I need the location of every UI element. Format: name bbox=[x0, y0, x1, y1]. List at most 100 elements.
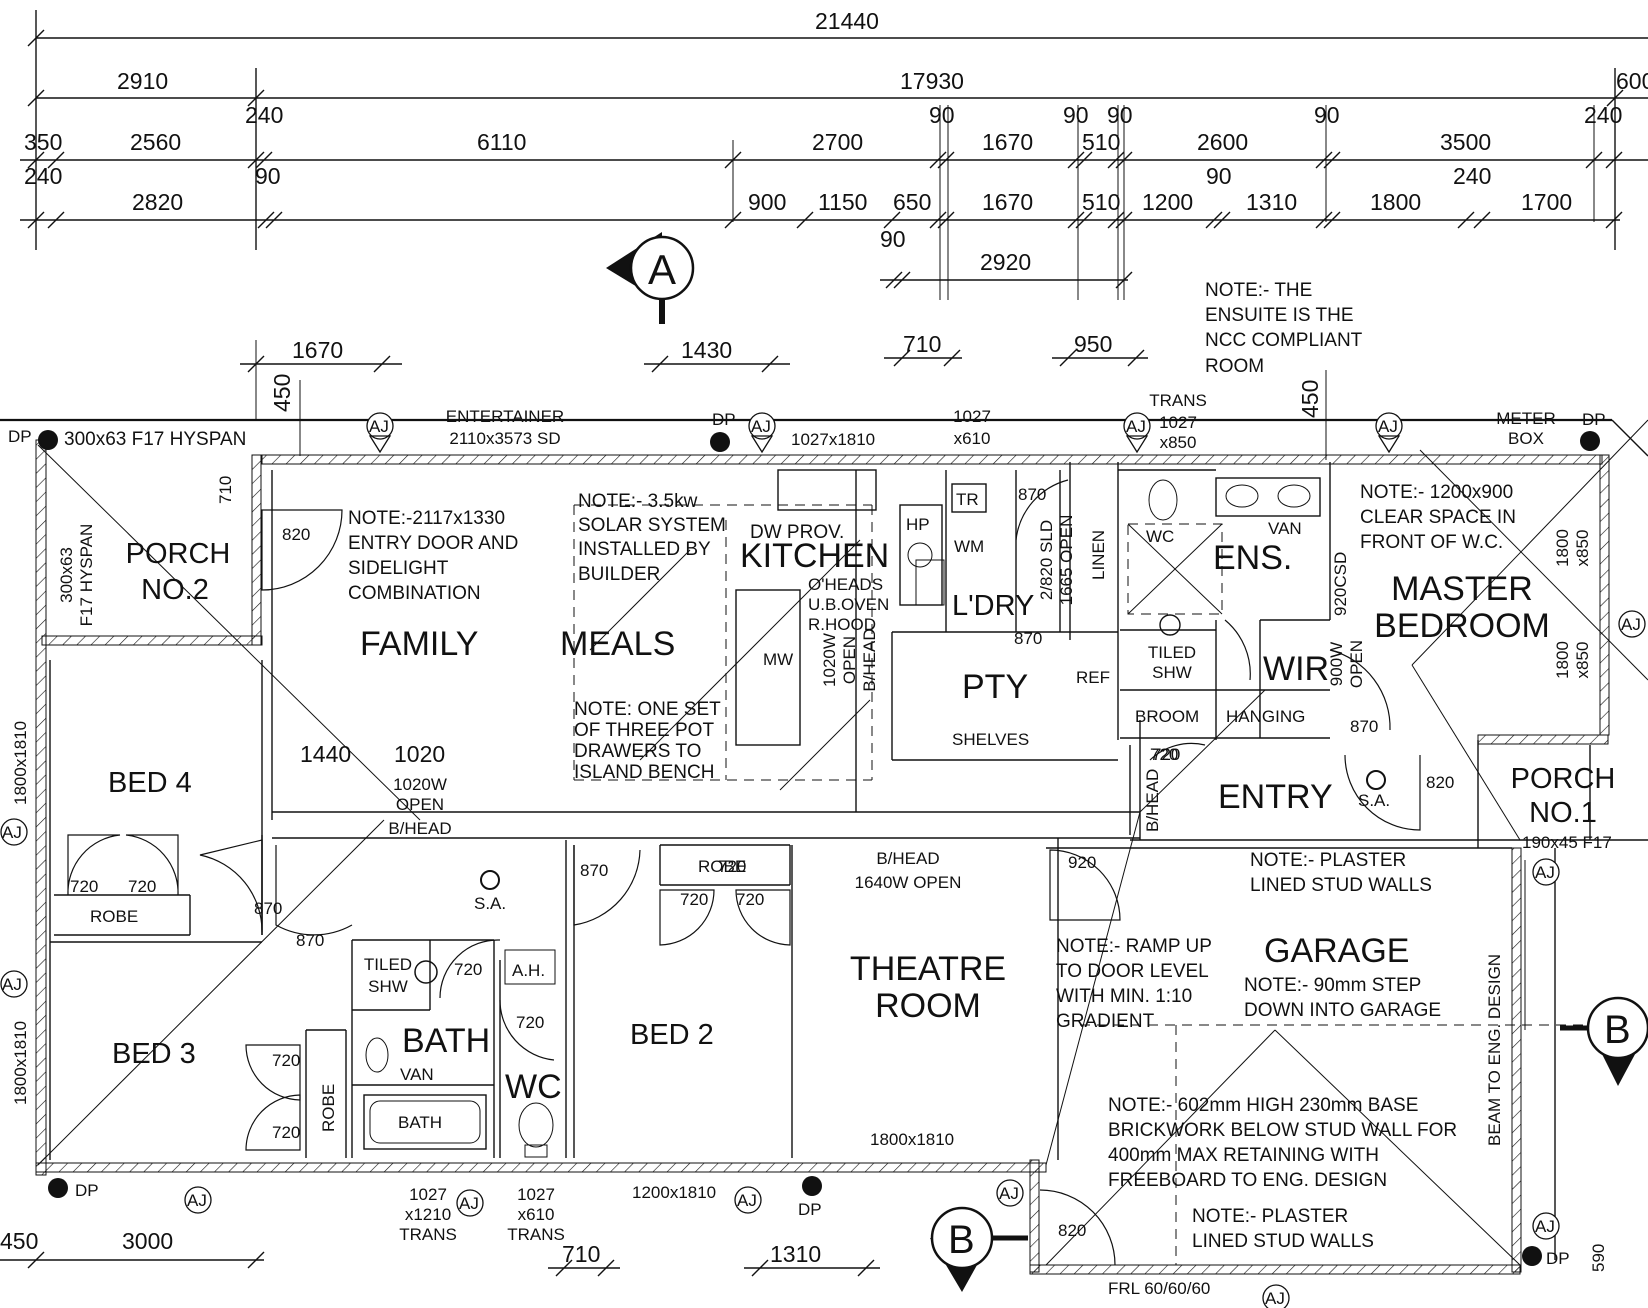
dim-row3-1: 2820 bbox=[132, 189, 183, 215]
aj-symbol: AJ bbox=[1123, 412, 1151, 454]
svg-text:AJ: AJ bbox=[1378, 417, 1398, 436]
door-size: 820 bbox=[1058, 1221, 1086, 1240]
room-wir: WIR bbox=[1263, 650, 1329, 688]
dim-bottom-2: 3000 bbox=[122, 1228, 173, 1254]
dim-row2-top-2: 90 bbox=[929, 102, 955, 128]
svg-text:AJ: AJ bbox=[737, 1191, 757, 1210]
dim-row2-top-4: 90 bbox=[1107, 102, 1133, 128]
dim-row1-c: 600 bbox=[1616, 68, 1648, 94]
aj-symbol: AJ bbox=[1618, 610, 1646, 638]
room-ldry: L'DRY bbox=[952, 590, 1034, 622]
svg-text:AJ: AJ bbox=[369, 417, 389, 436]
label-win-1800x1810-b: 1800x1810 bbox=[11, 1021, 30, 1105]
door-size: 720 bbox=[272, 1123, 300, 1142]
label-wm: WM bbox=[954, 537, 984, 556]
label-dp-6: DP bbox=[1546, 1249, 1570, 1268]
door-size: 1440 bbox=[300, 741, 351, 767]
aj-symbol: AJ bbox=[1532, 1212, 1560, 1240]
door-size: 820 bbox=[282, 525, 310, 544]
door-size: 720 bbox=[454, 960, 482, 979]
label-win-1800x1810-a: 1800x1810 bbox=[11, 721, 30, 805]
dim-row2-5: 1670 bbox=[982, 129, 1033, 155]
door-swings bbox=[67, 479, 1421, 1266]
dim-row3-2: 900 bbox=[748, 189, 786, 215]
door-size: 710 bbox=[216, 476, 235, 504]
dim-opening-6: 450 bbox=[1297, 380, 1323, 418]
label-wc-ens: WC bbox=[1146, 527, 1174, 546]
section-marker-b-right: B bbox=[1560, 996, 1648, 1086]
label-hanging: HANGING bbox=[1226, 707, 1305, 726]
dim-row3-top-3: 90 bbox=[1206, 163, 1232, 189]
dim-row3-3: 1150 bbox=[818, 189, 867, 215]
aj-symbol: AJ bbox=[1375, 412, 1403, 454]
room-bath: BATH bbox=[402, 1022, 490, 1060]
room-wc: WC bbox=[505, 1068, 562, 1106]
dim-row3-6: 510 bbox=[1082, 189, 1120, 215]
room-bed4: BED 4 bbox=[108, 767, 192, 799]
door-size: 720 bbox=[1150, 745, 1178, 764]
dim-row4-1: 90 bbox=[880, 226, 906, 252]
door-size: 820 bbox=[1426, 773, 1454, 792]
door-size: 870 bbox=[580, 861, 608, 880]
door-size: 920 bbox=[1068, 853, 1096, 872]
label-win-1800x850-a: 1800x850 bbox=[1553, 529, 1592, 567]
room-entry: ENTRY bbox=[1218, 778, 1333, 816]
room-garage: GARAGE bbox=[1264, 932, 1409, 970]
door-size-labels: 820 720 720 870 870 870 870 720 720 720 … bbox=[70, 476, 1454, 1240]
section-label-b-left: B bbox=[948, 1218, 975, 1262]
room-family: FAMILY bbox=[360, 625, 478, 663]
aj-symbol: AJ bbox=[0, 818, 28, 846]
label-robe-bed4: ROBE bbox=[90, 907, 138, 926]
aj-symbol: AJ bbox=[366, 412, 394, 454]
aj-symbol: AJ bbox=[748, 412, 776, 454]
door-size: 870 bbox=[296, 931, 324, 950]
label-window-1027x1810: 1027x1810 bbox=[791, 430, 875, 449]
dim-bottom-5: 590 bbox=[1589, 1244, 1608, 1272]
label-frl: FRL 60/60/60 bbox=[1108, 1279, 1210, 1298]
svg-text:AJ: AJ bbox=[1126, 417, 1146, 436]
dim-row2-top-3: 90 bbox=[1063, 102, 1089, 128]
label-dw-prov: DW PROV. bbox=[750, 522, 844, 543]
label-hp: HP bbox=[906, 515, 930, 534]
section-marker-a: A bbox=[606, 232, 695, 324]
room-kitchen: KITCHEN bbox=[740, 537, 889, 575]
label-tr: TR bbox=[956, 490, 979, 509]
label-dp-1: DP bbox=[712, 410, 736, 429]
label-bath-fixture: BATH bbox=[398, 1113, 442, 1132]
door-size: 720 bbox=[736, 890, 764, 909]
fixtures bbox=[363, 477, 1386, 1158]
roof-hip-lines bbox=[37, 419, 1648, 1266]
door-size: 720 bbox=[516, 1013, 544, 1032]
dim-row3-5: 1670 bbox=[982, 189, 1033, 215]
dim-row2-2: 2560 bbox=[130, 129, 181, 155]
dim-row2-4: 2700 bbox=[812, 129, 863, 155]
dim-row1-a: 2910 bbox=[117, 68, 168, 94]
label-win-1800x850-b: 1800x850 bbox=[1553, 641, 1592, 679]
label-beam: BEAM TO ENG. DESIGN bbox=[1485, 954, 1504, 1146]
svg-text:AJ: AJ bbox=[751, 417, 771, 436]
dim-row3-top-4: 240 bbox=[1453, 163, 1491, 189]
door-size: 720 bbox=[1152, 745, 1180, 764]
label-hyspan-side: 300x63F17 HYSPAN bbox=[57, 524, 96, 627]
label-dp-2: DP bbox=[8, 427, 32, 446]
dim-row2-8: 3500 bbox=[1440, 129, 1491, 155]
dim-row4-2: 2920 bbox=[980, 249, 1031, 275]
dim-row3-top-1: 240 bbox=[24, 163, 62, 189]
door-size: 870 bbox=[254, 899, 282, 918]
label-open-1020: 1020WOPENB/HEAD bbox=[820, 628, 879, 691]
aj-symbol: AJ bbox=[996, 1179, 1024, 1207]
dim-row2-7: 2600 bbox=[1197, 129, 1248, 155]
